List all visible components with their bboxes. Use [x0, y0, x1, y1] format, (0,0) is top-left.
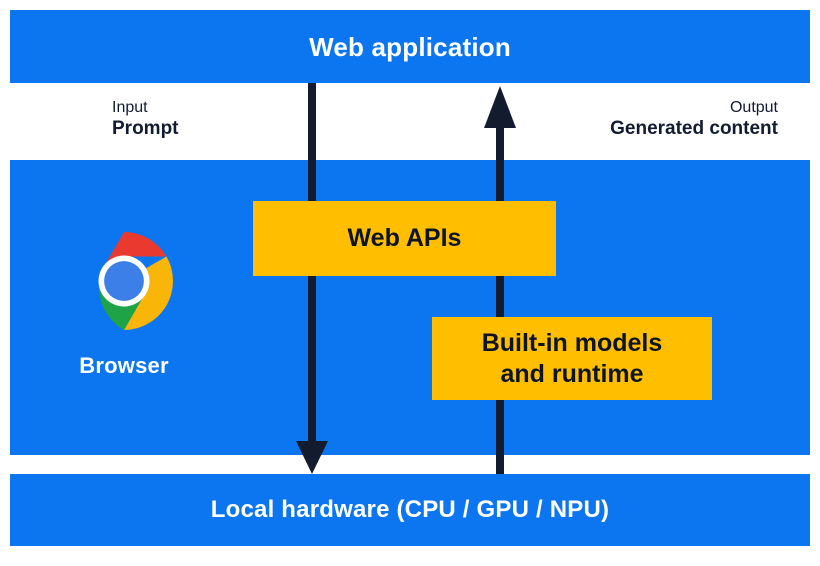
local-hardware-title: Local hardware (CPU / GPU / NPU)	[210, 496, 610, 523]
builtin-models-label: Built-in models and runtime	[482, 328, 663, 390]
arrow-up-icon	[484, 86, 516, 479]
local-hardware-band: Local hardware (CPU / GPU / NPU)	[10, 474, 810, 546]
web-application-band: Web application	[10, 10, 810, 83]
input-title: Prompt	[112, 117, 179, 139]
input-kicker: Input	[112, 99, 148, 116]
output-title: Generated content	[610, 117, 778, 139]
builtin-models-line-1: Built-in models	[481, 328, 663, 357]
browser-label: Browser	[79, 353, 169, 378]
web-apis-box: Web APIs	[253, 201, 556, 276]
chrome-logo-icon	[68, 230, 180, 337]
output-flow-label: Output Generated content	[610, 99, 778, 140]
output-kicker: Output	[729, 99, 778, 116]
web-application-title: Web application	[309, 31, 511, 62]
arrow-down-icon	[296, 83, 328, 479]
browser-group: Browser	[68, 230, 180, 379]
web-apis-label: Web APIs	[347, 224, 462, 252]
builtin-models-box: Built-in models and runtime	[432, 317, 712, 400]
input-flow-label: Input Prompt	[112, 99, 179, 140]
builtin-models-line-2: and runtime	[500, 359, 644, 388]
